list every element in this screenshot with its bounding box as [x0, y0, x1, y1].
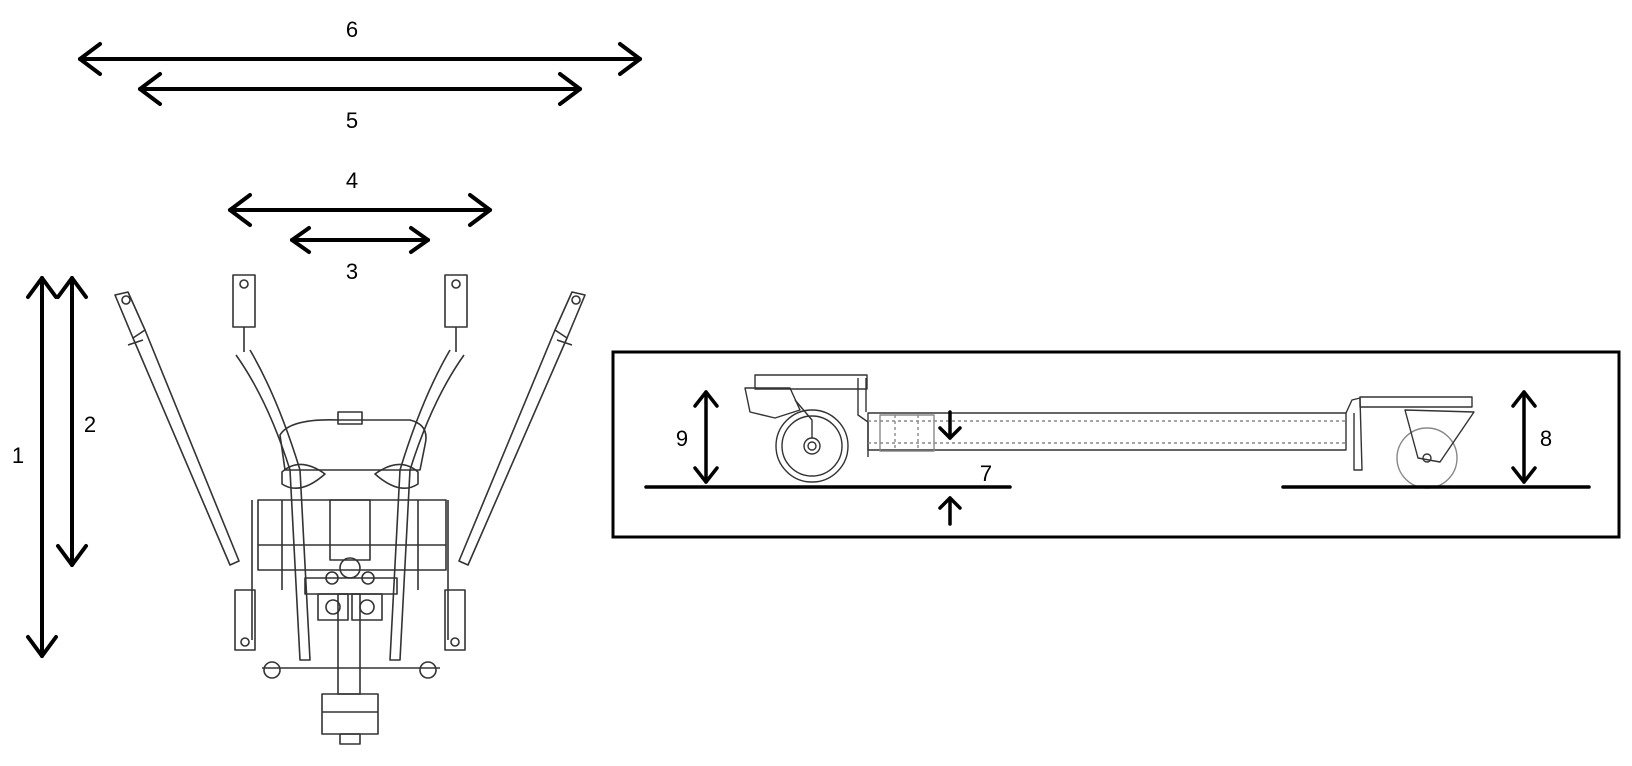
label-4: 4: [346, 168, 358, 193]
label-7: 7: [980, 461, 992, 486]
inner-left-leg: [232, 274, 311, 661]
dimension-arrows-top: [26, 42, 642, 658]
rear-castor: [744, 374, 869, 483]
label-9: 9: [676, 426, 688, 451]
arrow-width-3: [290, 226, 430, 254]
label-6: 6: [346, 17, 358, 42]
arrow-width-6: [78, 42, 642, 76]
label-1: 1: [12, 443, 24, 468]
label-8: 8: [1540, 426, 1552, 451]
outer-right-leg: [458, 291, 586, 566]
arrow-width-5: [138, 72, 582, 106]
inner-right-leg: [389, 274, 468, 661]
arrow-height-1: [26, 276, 58, 658]
arrow-height-8: [1511, 390, 1537, 484]
lift-side-view-drawing: [744, 374, 1475, 489]
side-view-frame: [611, 350, 1621, 539]
front-castor: [1345, 396, 1475, 489]
label-5: 5: [346, 108, 358, 133]
dimension-arrows-side: [644, 390, 1591, 526]
outer-left-leg: [114, 291, 240, 566]
chassis-bar: [867, 412, 1347, 452]
arrow-width-4: [228, 193, 492, 227]
arrow-height-9: [693, 390, 719, 484]
arrow-height-2: [56, 276, 88, 567]
base-frame: [234, 500, 466, 679]
lift-top-view-drawing: [114, 274, 586, 745]
mast-body: [257, 411, 447, 745]
label-3: 3: [346, 259, 358, 284]
arrow-clearance-7: [938, 410, 962, 526]
label-2: 2: [84, 412, 96, 437]
